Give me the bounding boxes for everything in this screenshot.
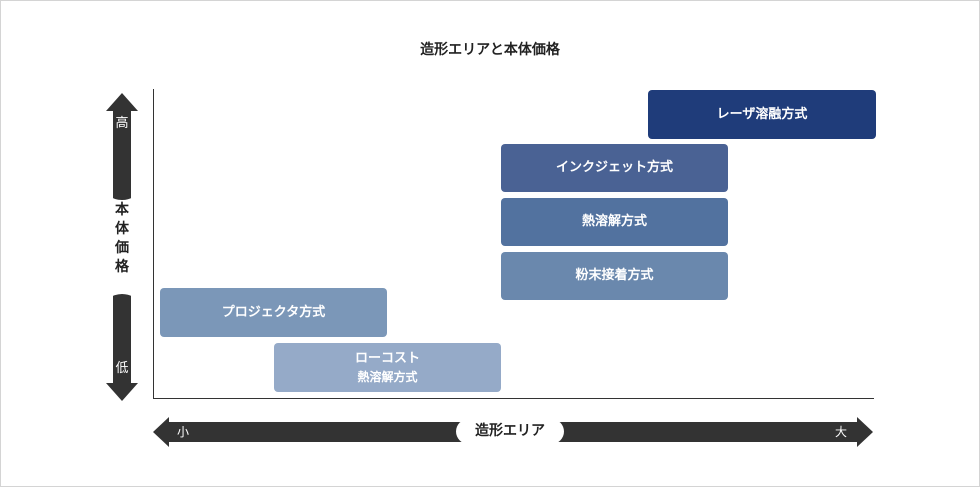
method-label: インクジェット方式 <box>555 160 673 175</box>
method-label: 粉末接着方式 <box>575 268 654 283</box>
x-axis-title: 造形エリア <box>456 419 564 444</box>
method-fdm: 熱溶解方式 <box>501 198 728 246</box>
y-axis-high-label: 高 <box>115 116 129 131</box>
method-projector: プロジェクタ方式 <box>160 288 387 337</box>
vertical-arrow <box>106 93 138 401</box>
y-axis-title-char: 体 <box>115 221 129 237</box>
x-axis-small-label: 小 <box>177 425 190 439</box>
method-label: レーザ溶融方式 <box>716 106 808 122</box>
x-axis-large-label: 大 <box>835 425 848 439</box>
y-axis-title-char: 価 <box>115 240 129 256</box>
method-inkjet: インクジェット方式 <box>501 144 728 192</box>
y-axis-line <box>153 89 154 399</box>
y-axis-title: 本 体 価 格 <box>109 201 135 277</box>
diagram-title: 造形エリアと本体価格 <box>420 42 560 58</box>
method-label: 熱溶解方式 <box>581 214 647 229</box>
y-axis-title-char: 格 <box>115 259 129 275</box>
method-powder-binding: 粉末接着方式 <box>501 252 728 300</box>
method-laser-melting: レーザ溶融方式 <box>648 90 876 139</box>
x-axis-line <box>153 398 874 399</box>
method-label: ローコスト <box>354 350 420 366</box>
y-axis-low-label: 低 <box>115 361 129 376</box>
y-axis-title-char: 本 <box>115 202 129 218</box>
method-label-sub: 熱溶解方式 <box>357 369 418 384</box>
method-label: プロジェクタ方式 <box>221 304 326 320</box>
method-low-cost-fdm: ローコスト 熱溶解方式 <box>274 343 501 392</box>
